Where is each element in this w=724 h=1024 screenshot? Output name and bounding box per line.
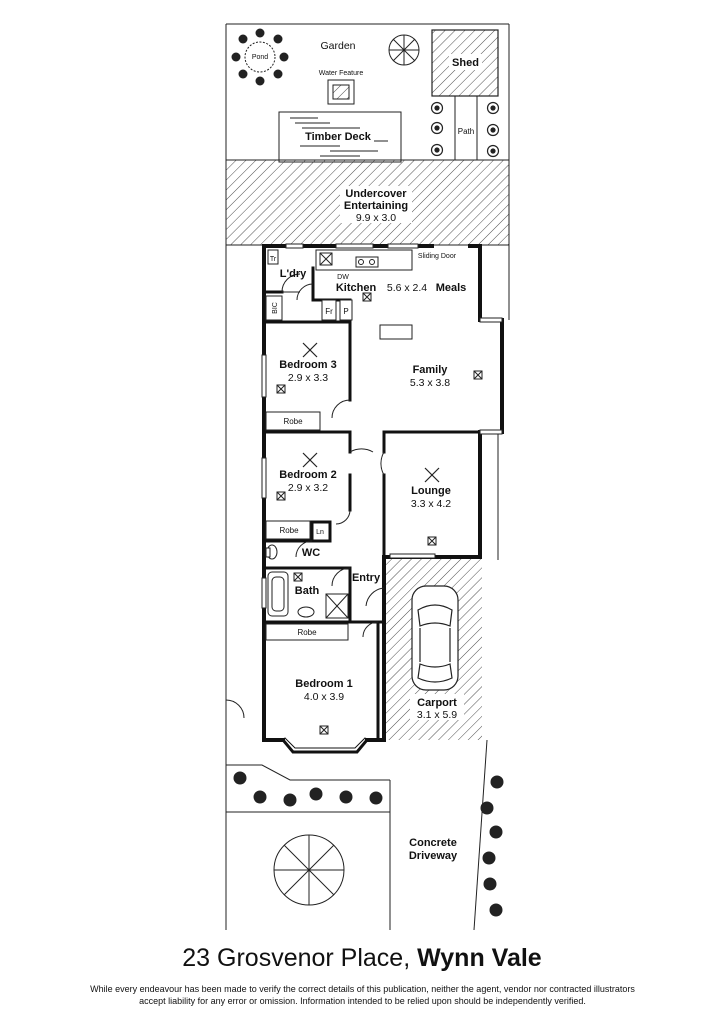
bedroom2-size: 2.9 x 3.2: [288, 482, 328, 494]
robe3-label: Robe: [283, 417, 303, 426]
shed-label: Shed: [452, 57, 479, 69]
shrub-icons-pond: [231, 28, 289, 86]
wc-label: WC: [302, 547, 320, 559]
entry-label: Entry: [352, 572, 381, 584]
bedroom1-label: Bedroom 1: [295, 678, 352, 690]
water-feature-label: Water Feature: [319, 70, 364, 77]
car-icon: [411, 585, 459, 691]
dw-label: DW: [337, 274, 349, 281]
windows: [261, 243, 503, 609]
kitchen-fittings: [265, 249, 413, 340]
family-size: 5.3 x 3.8: [410, 377, 450, 389]
address-suburb: Wynn Vale: [417, 944, 542, 972]
timber-deck-label: Timber Deck: [305, 131, 372, 143]
address-title: 23 Grosvenor Place, Wynn Vale: [0, 944, 724, 973]
ceiling-fan-icons: [302, 342, 440, 483]
p-label: P: [343, 307, 348, 316]
pond: Pond: [231, 28, 289, 86]
bath-label: Bath: [295, 585, 320, 597]
lounge-label: Lounge: [411, 485, 451, 497]
carport-label: Carport: [417, 697, 457, 709]
disclaimer-text: While every endeavour has been made to v…: [90, 984, 635, 1006]
timber-deck: Timber Deck: [278, 111, 402, 163]
carport: Carport 3.1 x 5.9: [386, 557, 482, 740]
address-street: 23 Grosvenor Place,: [182, 944, 411, 972]
bedroom3-label: Bedroom 3: [279, 359, 336, 371]
driveway-label-1: Concrete: [409, 837, 457, 849]
garden-path: Path: [454, 96, 478, 160]
tree-icon: [388, 34, 420, 66]
garden-label: Garden: [320, 40, 355, 52]
bedroom1-size: 4.0 x 3.9: [304, 691, 344, 703]
pond-label: Pond: [252, 54, 268, 61]
water-feature: Water Feature: [319, 70, 364, 105]
bathroom-fittings: [265, 544, 349, 619]
door-swings: [225, 273, 385, 719]
sliding-door-label: Sliding Door: [418, 253, 457, 260]
tr-label: Tr: [270, 256, 277, 263]
driveway-label-2: Driveway: [409, 850, 458, 862]
kitchen-size: 5.6 x 2.4: [387, 282, 427, 294]
room-labels: L'dry Kitchen 5.6 x 2.4 Meals Bedroom 3 …: [279, 268, 466, 703]
bedroom3-size: 2.9 x 3.3: [288, 372, 328, 384]
carport-size: 3.1 x 5.9: [417, 709, 457, 721]
shrub-icons-front: [233, 771, 504, 917]
bedroom2-label: Bedroom 2: [279, 469, 336, 481]
fr-label: Fr: [325, 307, 333, 316]
kitchen-label: Kitchen: [336, 282, 377, 294]
robes: [265, 411, 349, 641]
meals-label: Meals: [436, 282, 467, 294]
floor-plan: Shed Path Pond Garden Water Featur: [225, 23, 510, 931]
lounge-size: 3.3 x 4.2: [411, 498, 451, 510]
family-label: Family: [413, 364, 449, 376]
undercover-size: 9.9 x 3.0: [356, 212, 396, 224]
bic-label: BIC: [272, 302, 279, 314]
path-label: Path: [458, 127, 474, 136]
laundry-label: L'dry: [280, 268, 307, 280]
shed: Shed: [431, 29, 499, 97]
front-garden: [226, 764, 391, 930]
undercover-label-2: Entertaining: [344, 200, 408, 212]
front-tree-icon: [273, 834, 345, 906]
robe1-label: Robe: [297, 628, 317, 637]
undercover-entertaining: Undercover Entertaining 9.9 x 3.0: [225, 159, 510, 246]
ln-label: Ln: [316, 529, 324, 536]
robe2-label: Robe: [279, 526, 299, 535]
shrub-icons-path: [430, 101, 500, 158]
undercover-label-1: Undercover: [345, 188, 407, 200]
light-icons: [276, 292, 483, 735]
